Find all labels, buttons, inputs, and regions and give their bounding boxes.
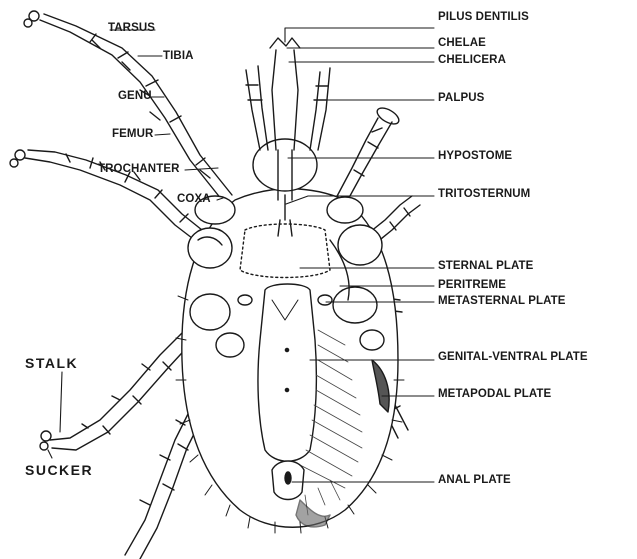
palpus-left — [246, 66, 268, 150]
label-chelicera: CHELICERA — [438, 55, 506, 67]
label-trochanter: TROCHANTER — [98, 164, 180, 176]
label-tibia: TIBIA — [163, 51, 194, 63]
palpus-right — [310, 68, 330, 150]
label-stalk: STALK — [25, 356, 78, 370]
label-femur: FEMUR — [112, 129, 153, 141]
label-peritreme: PERITREME — [438, 280, 506, 292]
label-genu: GENU — [118, 91, 152, 103]
label-pilus-dentilis: PILUS DENTILIS — [438, 12, 529, 24]
label-palpus: PALPUS — [438, 93, 484, 105]
label-sternal-plate: STERNAL PLATE — [438, 261, 533, 273]
label-tritosternum: TRITOSTERNUM — [438, 189, 530, 201]
label-metasternal-plate: METASTERNAL PLATE — [438, 296, 566, 308]
anus — [285, 472, 291, 484]
chelicerae — [272, 50, 298, 150]
label-anal-plate: ANAL PLATE — [438, 475, 511, 487]
label-genital-ventral-plate: GENITAL-VENTRAL PLATE — [438, 352, 588, 364]
label-hypostome: HYPOSTOME — [438, 151, 512, 163]
label-sucker: SUCKER — [25, 463, 93, 477]
label-tarsus: TARSUS — [108, 23, 155, 35]
label-coxa: COXA — [177, 194, 211, 206]
label-metapodal-plate: METAPODAL PLATE — [438, 389, 551, 401]
genital-ventral-plate — [258, 284, 316, 461]
leg-1-right — [335, 105, 401, 205]
label-chelae: CHELAE — [438, 38, 486, 50]
